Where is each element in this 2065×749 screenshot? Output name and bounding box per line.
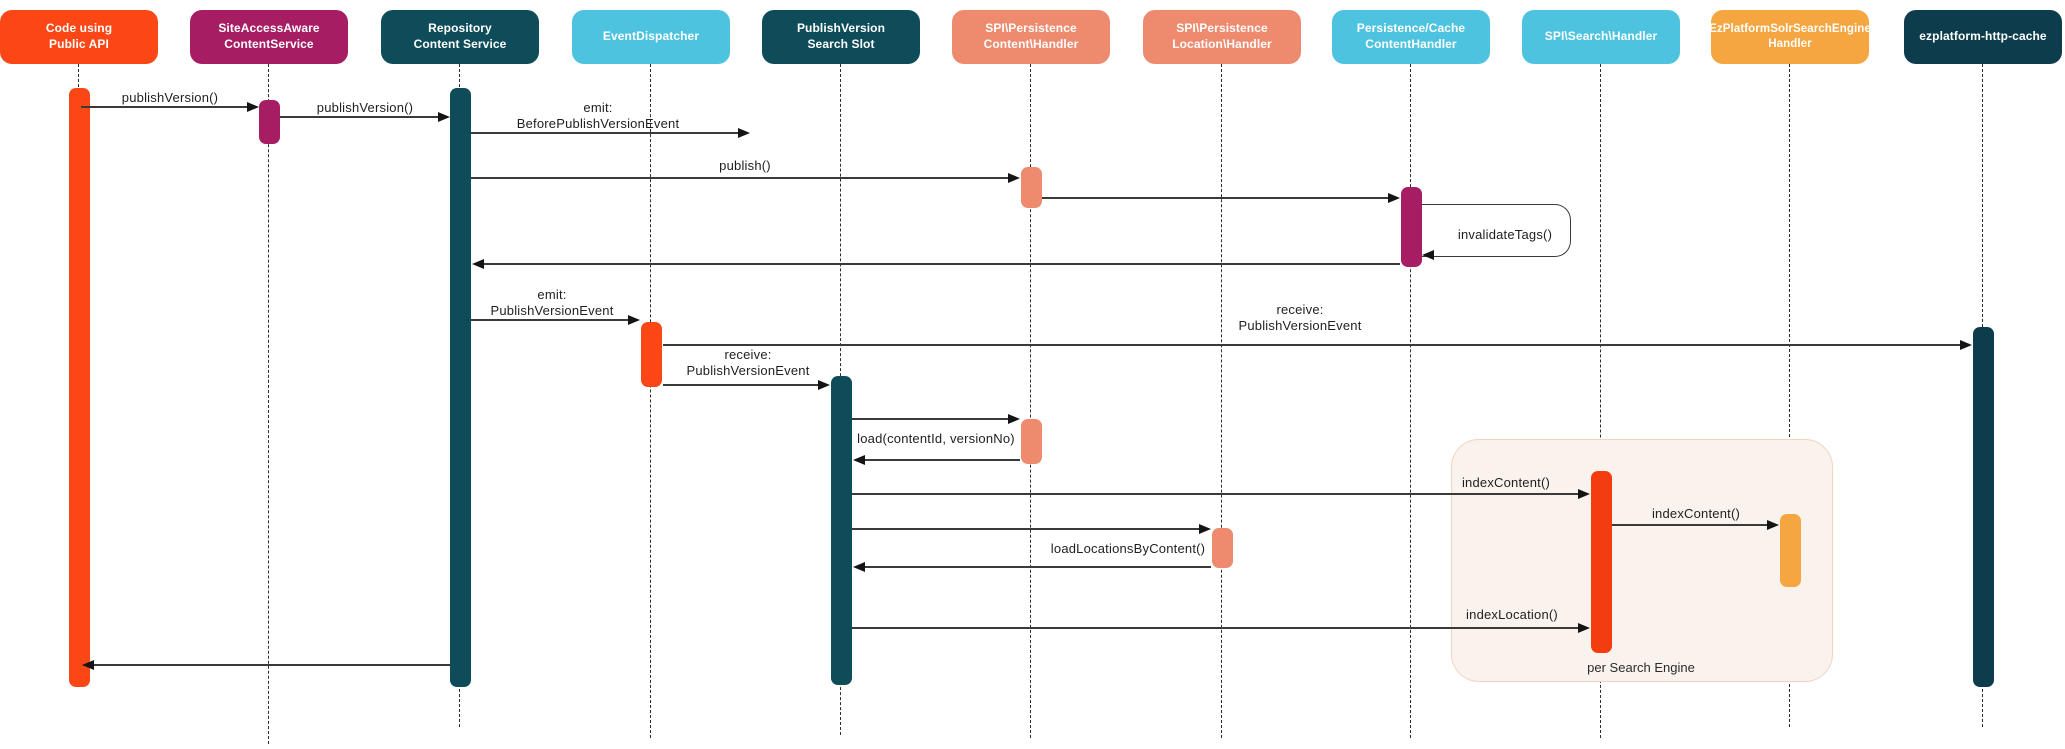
actor-event-dispatcher: EventDispatcher: [572, 10, 730, 64]
activation-http-cache: [1972, 327, 1994, 687]
label-index-content: indexContent(): [1461, 475, 1551, 490]
actor-label: SPI\Persistence Content\Handler: [983, 21, 1079, 51]
label-publish: publish(): [719, 158, 771, 173]
arrow-publish-version-2: [280, 116, 440, 118]
label-publish-version-1: publishVersion(): [121, 90, 219, 105]
arrowhead: [1008, 172, 1020, 183]
activation-repository: [449, 88, 471, 687]
actor-ezplatformsolrsearchengine-handler: EzPlatformSolrSearchEngine Handler: [1709, 10, 1871, 64]
actor-ezplatform-http-cache: ezplatform-http-cache: [1904, 10, 2062, 64]
per-search-engine-label: per Search Engine: [1587, 660, 1695, 675]
actor-label: SiteAccessAware ContentService: [218, 21, 320, 51]
label-receive-http-cache: receive: PublishVersionEvent: [1238, 302, 1362, 333]
actor-spi-persistence-location-handler: SPI\Persistence Location\Handler: [1143, 10, 1301, 64]
arrow-index-content-solr: [1612, 524, 1769, 526]
lifeline-spi-persistence-location-handler: [1221, 64, 1222, 738]
actor-code-using-public-api: Code using Public API: [0, 10, 158, 64]
arrowhead: [853, 561, 865, 572]
actor-spi-search-handler: SPI\Search\Handler: [1522, 10, 1680, 64]
arrow-index-location: [852, 627, 1580, 629]
arrow-publish-version-1: [81, 106, 249, 108]
label-emit-before-publish: emit: BeforePublishVersionEvent: [516, 100, 680, 131]
lifeline-ezplatformsolrsearchengine-handler: [1789, 64, 1790, 727]
arrowhead: [1199, 523, 1211, 534]
arrowhead: [1767, 519, 1779, 530]
actor-label: Persistence/Cache ContentHandler: [1356, 21, 1466, 51]
arrowhead: [1578, 622, 1590, 633]
arrow-index-content: [852, 493, 1580, 495]
label-index-location: indexLocation(): [1466, 607, 1558, 622]
actor-label: Repository Content Service: [413, 21, 507, 51]
actor-label: SPI\Persistence Location\Handler: [1172, 21, 1272, 51]
arrowhead: [247, 101, 259, 112]
activation-siteaccess: [258, 100, 280, 144]
arrowhead: [472, 258, 484, 269]
arrow-invalidate-tags-loop: [1422, 204, 1571, 257]
arrow-publish: [471, 177, 1010, 179]
activation-code-api: [68, 88, 90, 687]
arrow-load-locations: [852, 528, 1201, 530]
arrow-content-to-cache-handler: [1042, 197, 1390, 199]
arrowhead: [1960, 339, 1972, 350]
arrowhead: [82, 659, 94, 670]
actor-spi-persistence-content-handler: SPI\Persistence Content\Handler: [952, 10, 1110, 64]
activation-spi-content-1: [1020, 167, 1042, 208]
arrow-return-to-repository: [481, 263, 1400, 265]
arrow-emit-before-publish: [471, 132, 740, 134]
label-invalidate-tags: invalidateTags(): [1457, 227, 1553, 242]
lifeline-persistence-cache-contenthandler: [1410, 64, 1411, 738]
arrow-final-return: [91, 664, 451, 666]
lifeline-event-dispatcher: [650, 64, 651, 738]
actor-publishversion-search-slot: PublishVersion Search Slot: [762, 10, 920, 64]
arrowhead: [1388, 192, 1400, 203]
arrow-emit-publish-event: [471, 319, 630, 321]
lifeline-siteaccessaware-contentservice: [268, 64, 269, 744]
arrowhead: [738, 127, 750, 138]
arrow-load-content-return: [862, 459, 1020, 461]
label-receive-search-slot: receive: PublishVersionEvent: [686, 347, 810, 378]
activation-persistence-cache: [1400, 187, 1422, 267]
actor-label: EventDispatcher: [602, 29, 700, 44]
activation-spi-content-2: [1020, 419, 1042, 464]
actor-siteaccessaware-contentservice: SiteAccessAware ContentService: [190, 10, 348, 64]
label-load-locations: loadLocationsByContent(): [1050, 541, 1206, 556]
arrowhead: [818, 379, 830, 390]
actor-repository-content-service: Repository Content Service: [381, 10, 539, 64]
arrow-load-locations-return: [862, 566, 1211, 568]
label-publish-version-2: publishVersion(): [316, 100, 414, 115]
lifeline-spi-persistence-content-handler: [1030, 64, 1031, 738]
label-emit-publish-event: emit: PublishVersionEvent: [490, 287, 614, 318]
activation-search-slot: [830, 376, 852, 685]
arrowhead: [438, 111, 450, 122]
label-index-content-solr: indexContent(): [1651, 506, 1741, 521]
label-load-content: load(contentId, versionNo): [857, 431, 1015, 446]
arrowhead: [1008, 413, 1020, 424]
per-search-engine-frame: [1451, 439, 1833, 682]
actor-label: ezplatform-http-cache: [1919, 29, 2047, 44]
actor-label: SPI\Search\Handler: [1544, 29, 1658, 44]
actor-label: PublishVersion Search Slot: [796, 21, 886, 51]
arrow-receive-search-slot: [663, 384, 820, 386]
arrowhead: [1422, 249, 1434, 260]
arrowhead: [853, 454, 865, 465]
lifeline-spi-search-handler: [1600, 64, 1601, 738]
actor-persistence-cache-contenthandler: Persistence/Cache ContentHandler: [1332, 10, 1490, 64]
arrow-receive-http-cache: [663, 344, 1962, 346]
activation-event-dispatcher: [640, 322, 662, 387]
arrow-load-content: [852, 418, 1010, 420]
actor-label: Code using Public API: [45, 21, 113, 51]
activation-spi-location: [1211, 528, 1233, 568]
actor-label: EzPlatformSolrSearchEngine Handler: [1709, 22, 1871, 50]
activation-solr-handler: [1779, 514, 1801, 587]
arrowhead: [1578, 488, 1590, 499]
activation-spi-search: [1590, 471, 1612, 653]
arrowhead: [628, 314, 640, 325]
